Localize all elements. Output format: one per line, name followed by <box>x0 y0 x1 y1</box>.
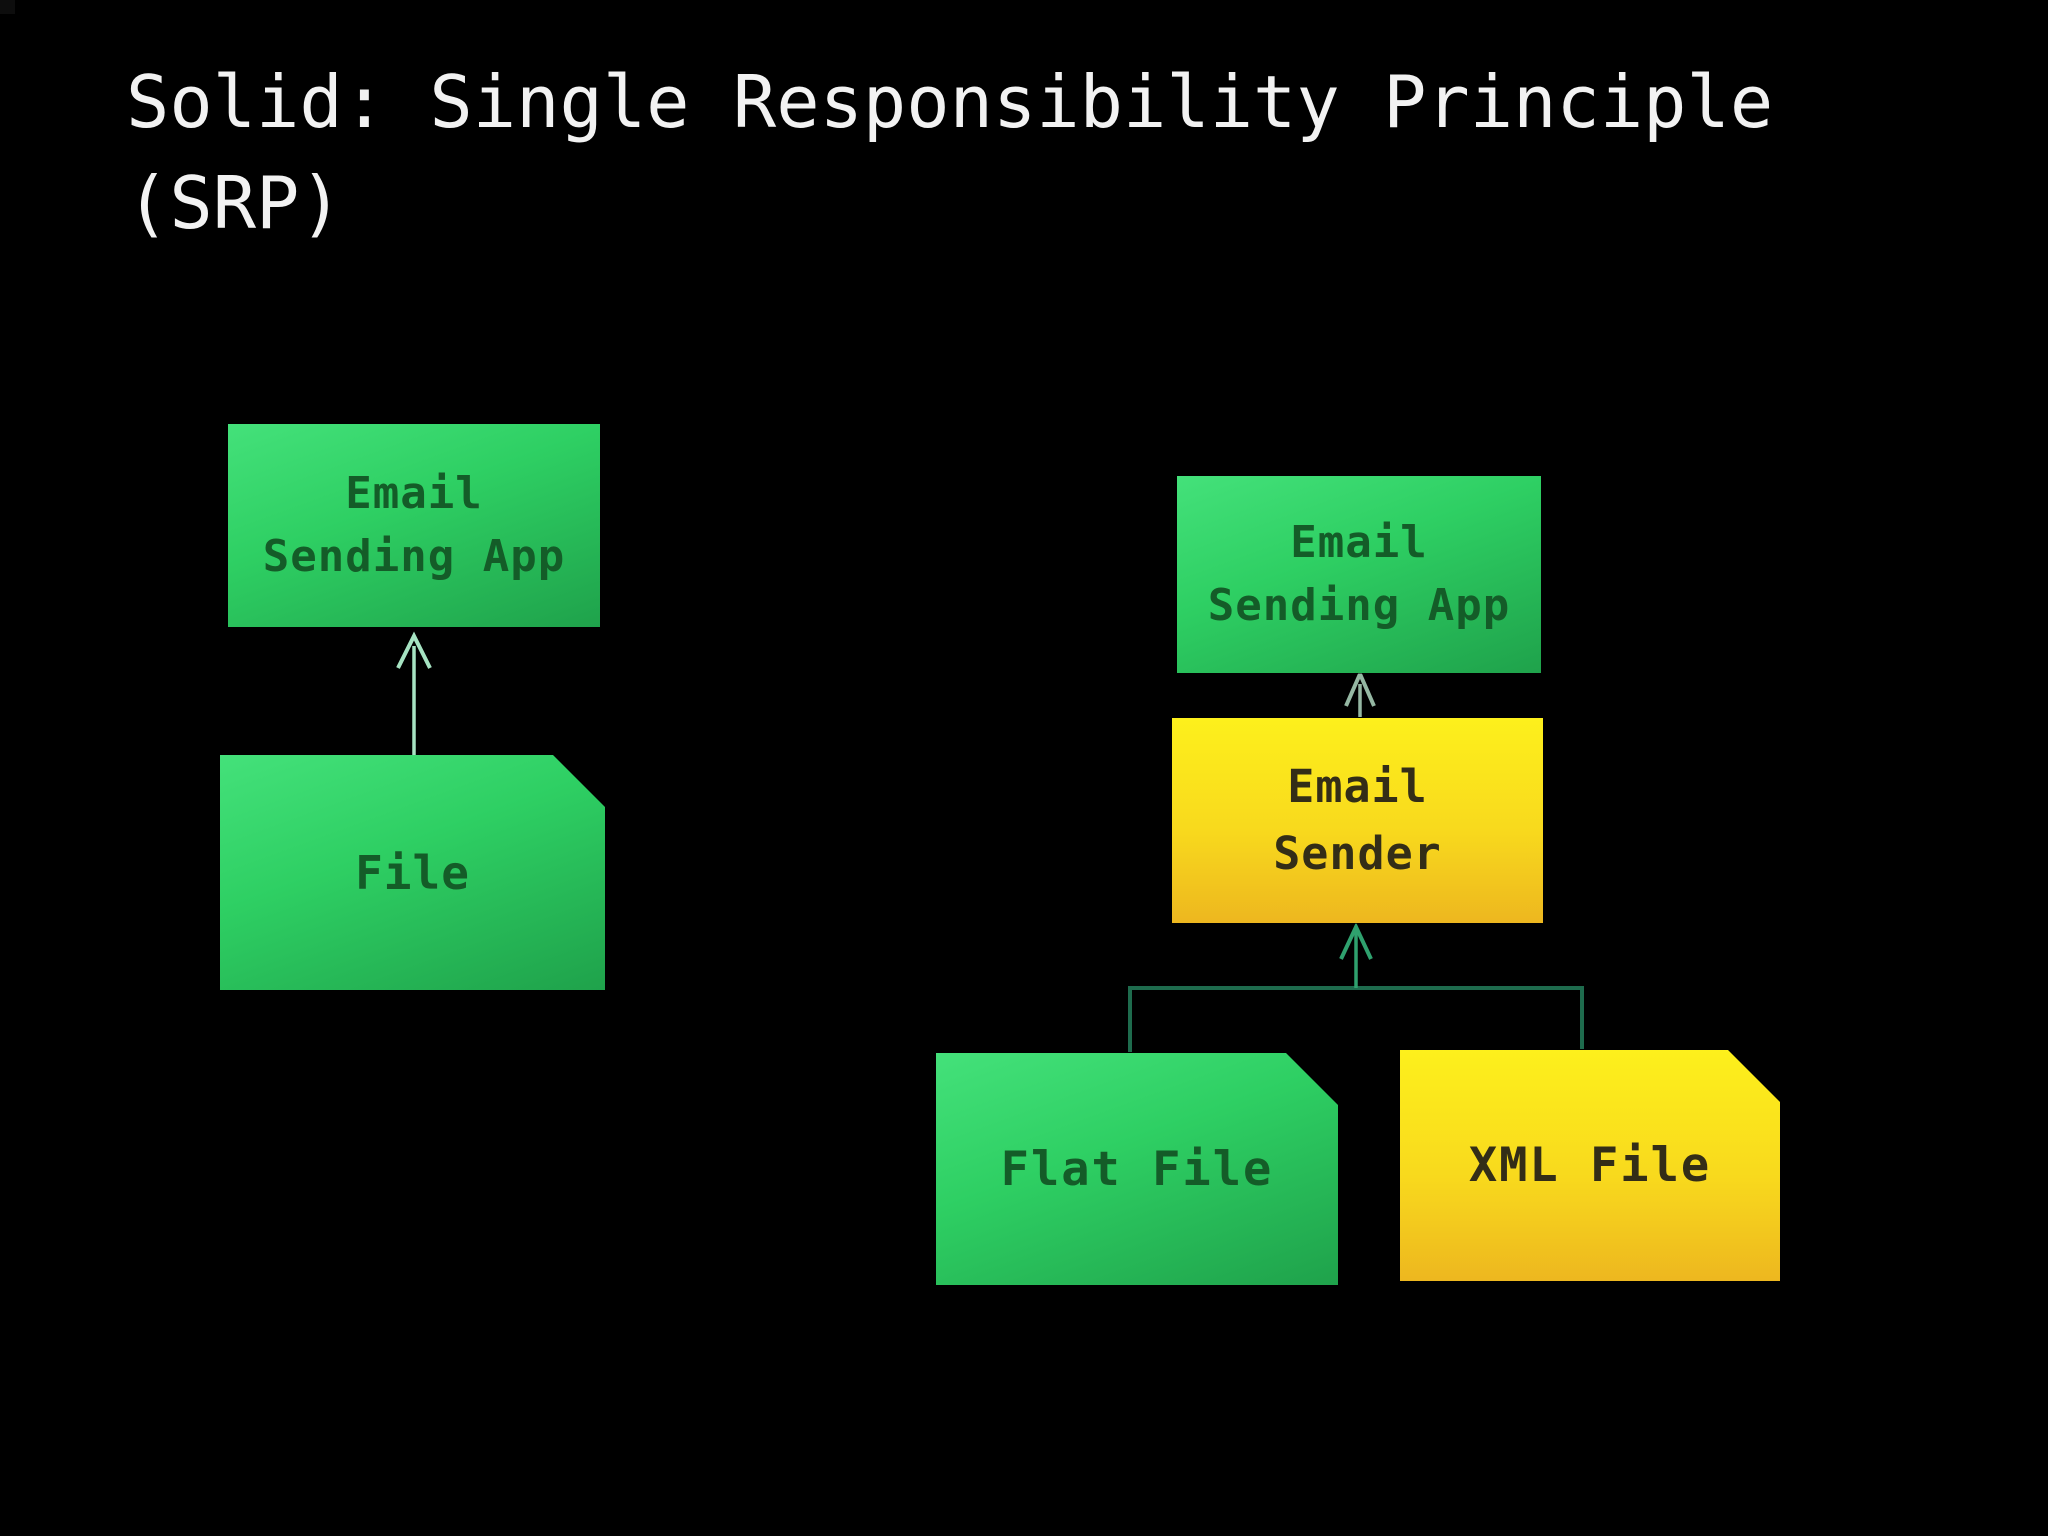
arrow-file-to-left-app <box>396 631 432 757</box>
arrow-sender-to-right-app <box>1344 669 1376 717</box>
arrow-file-to-left-app-head <box>396 631 432 669</box>
arrow-sender-to-right-app-head <box>1344 669 1376 707</box>
corner-artifact <box>0 0 15 14</box>
node-label-line: Flat File <box>1000 1141 1274 1197</box>
node-label-line: Email <box>345 468 483 520</box>
node-label-line: Email <box>1287 759 1428 813</box>
node-label-line: Sender <box>1273 826 1442 880</box>
node-xml-file: XML File <box>1400 1050 1780 1281</box>
node-label-line: Email <box>1290 517 1428 569</box>
node-label-line: Sending App <box>1207 579 1511 631</box>
slide-title-line2: (SRP) <box>126 161 343 245</box>
node-label-line: XML File <box>1468 1138 1712 1193</box>
node-email-sending-app-right: Email Sending App <box>1177 476 1541 673</box>
node-email-sender: Email Sender <box>1172 718 1543 923</box>
node-email-sending-app-left: Email Sending App <box>228 424 600 627</box>
slide-title: Solid: Single Responsibility Principle (… <box>126 52 1773 254</box>
node-flat-file: Flat File <box>936 1053 1338 1285</box>
node-label-line: File <box>355 845 470 900</box>
arrow-branch-to-sender-head <box>1339 922 1373 960</box>
arrow-branch-to-sender <box>1339 922 1373 988</box>
slide-title-line1: Solid: Single Responsibility Principle <box>126 60 1774 144</box>
node-label-line: Sending App <box>262 530 566 582</box>
node-file: File <box>220 755 605 990</box>
